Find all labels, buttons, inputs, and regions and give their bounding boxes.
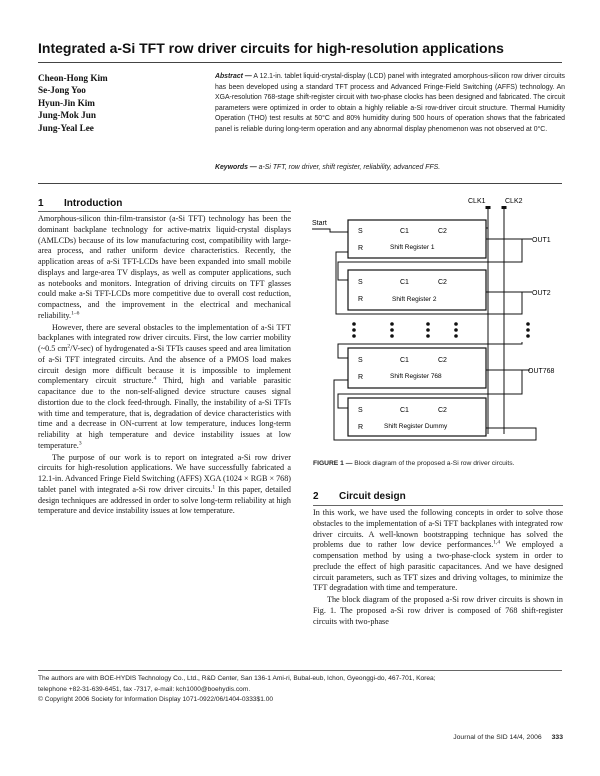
svg-text:Shift Register 2: Shift Register 2 [392,296,437,303]
paragraph: The block diagram of the proposed a-Si r… [313,595,563,626]
author-name: Jung-Mok Jun [38,110,96,121]
svg-text:C1: C1 [400,279,409,286]
svg-text:R: R [358,245,363,252]
svg-text:C1: C1 [400,407,409,414]
svg-text:Shift Register Dummy: Shift Register Dummy [384,423,448,430]
shift-register-dummy: S R C1 C2 Shift Register Dummy [347,397,487,437]
section-rule [313,505,563,506]
carry-wire [338,292,523,315]
clk1-label: CLK1 [468,198,486,205]
clk2-pad [501,206,507,209]
section-number: 1 [38,198,44,209]
author-name: Cheon-Hong Kim [38,73,108,83]
keywords: Keywords — a-Si TFT, row driver, shift r… [215,163,565,173]
svg-text:R: R [358,424,363,431]
abstract-label: Abstract — [215,73,252,80]
svg-text:OUT2: OUT2 [532,290,551,297]
author-name: Se-Jong Yoo [38,85,86,96]
author-name: Hyun-Jin Kim [38,97,95,108]
paragraph: In this work, we have used the following… [313,508,564,593]
page-number: 333 [551,734,563,741]
abstract-rule [38,183,562,184]
svg-text:Shift Register 1: Shift Register 1 [390,244,435,251]
right-column: In this work, we have used the following… [313,508,563,627]
footnote: The authors are with BOE-HYDIS Technolog… [38,674,562,706]
carry-wire [337,342,523,359]
caption-label: FIGURE 1 — [313,460,353,467]
svg-text:Shift Register 768: Shift Register 768 [390,373,442,380]
journal-name: Journal of the SID 14/4, 2006 [453,734,542,741]
section-title: Circuit design [339,491,406,502]
svg-text:C2: C2 [438,407,447,414]
svg-text:OUT768: OUT768 [528,368,555,375]
section-title: Introduction [64,198,123,209]
svg-text:S: S [358,407,363,414]
svg-text:R: R [358,374,363,381]
start-line [312,228,348,233]
svg-text:R: R [358,296,363,303]
paragraph: Amorphous-silicon thin-film-transistor (… [38,214,291,320]
svg-text:C2: C2 [438,279,447,286]
header-rule [38,62,562,63]
footnote-contact: telephone +82-31-639-6451, fax -7317, e-… [38,685,251,693]
paper-title: Integrated a-Si TFT row driver circuits … [38,40,504,56]
section-rule [38,211,291,212]
dummy-reset-wire [333,379,537,441]
svg-text:C1: C1 [400,357,409,364]
footnote-copyright: © Copyright 2006 Society for Information… [38,696,274,704]
svg-text:C1: C1 [400,228,409,235]
paragraph: The purpose of our work is to report on … [38,452,291,516]
section-heading-circuit-design: 2 Circuit design [313,491,406,502]
carry-wire [337,239,523,281]
figure-caption: FIGURE 1 — Block diagram of the proposed… [313,460,563,467]
shift-register-768: S R C1 C2 Shift Register 768 OUT768 [347,347,555,389]
footnote-affiliation: The authors are with BOE-HYDIS Technolog… [38,675,436,682]
left-column: Amorphous-silicon thin-film-transistor (… [38,214,291,517]
keywords-label: Keywords — [215,164,257,171]
continuation-dots [352,322,530,338]
section-number: 2 [313,491,319,502]
footnote-rule [38,670,562,671]
author-list: Cheon-Hong Kim Se-Jong Yoo Hyun-Jin Kim … [38,72,213,134]
svg-text:OUT1: OUT1 [532,237,551,244]
journal-footer: Journal of the SID 14/4, 2006 333 [428,734,563,741]
svg-text:S: S [358,357,363,364]
keywords-text: a-Si TFT, row driver, shift register, re… [256,164,441,171]
svg-text:C2: C2 [438,357,447,364]
author-name: Jung-Yeal Lee [38,122,94,133]
clk2-label: CLK2 [505,198,523,205]
caption-text: Block diagram of the proposed a-Si row d… [352,460,515,467]
reset-wire [335,251,348,315]
svg-text:S: S [358,228,363,235]
paragraph: However, there are several obstacles to … [38,322,292,450]
clk1-pad [485,206,491,209]
svg-text:S: S [358,279,363,286]
abstract: Abstract — A 12.1-in. tablet liquid-crys… [215,72,565,136]
shift-register-1: S R C1 C2 Shift Register 1 OUT1 [347,219,551,259]
abstract-text: A 12.1-in. tablet liquid-crystal-display… [215,73,565,133]
start-label: Start [312,220,327,227]
section-heading-introduction: 1 Introduction [38,198,122,209]
shift-register-2: S R C1 C2 Shift Register 2 OUT2 [347,269,551,311]
svg-text:C2: C2 [438,228,447,235]
figure-1-block-diagram: CLK1 CLK2 Start S R C1 C2 Shift Register… [308,192,564,450]
carry-wire [337,370,523,409]
